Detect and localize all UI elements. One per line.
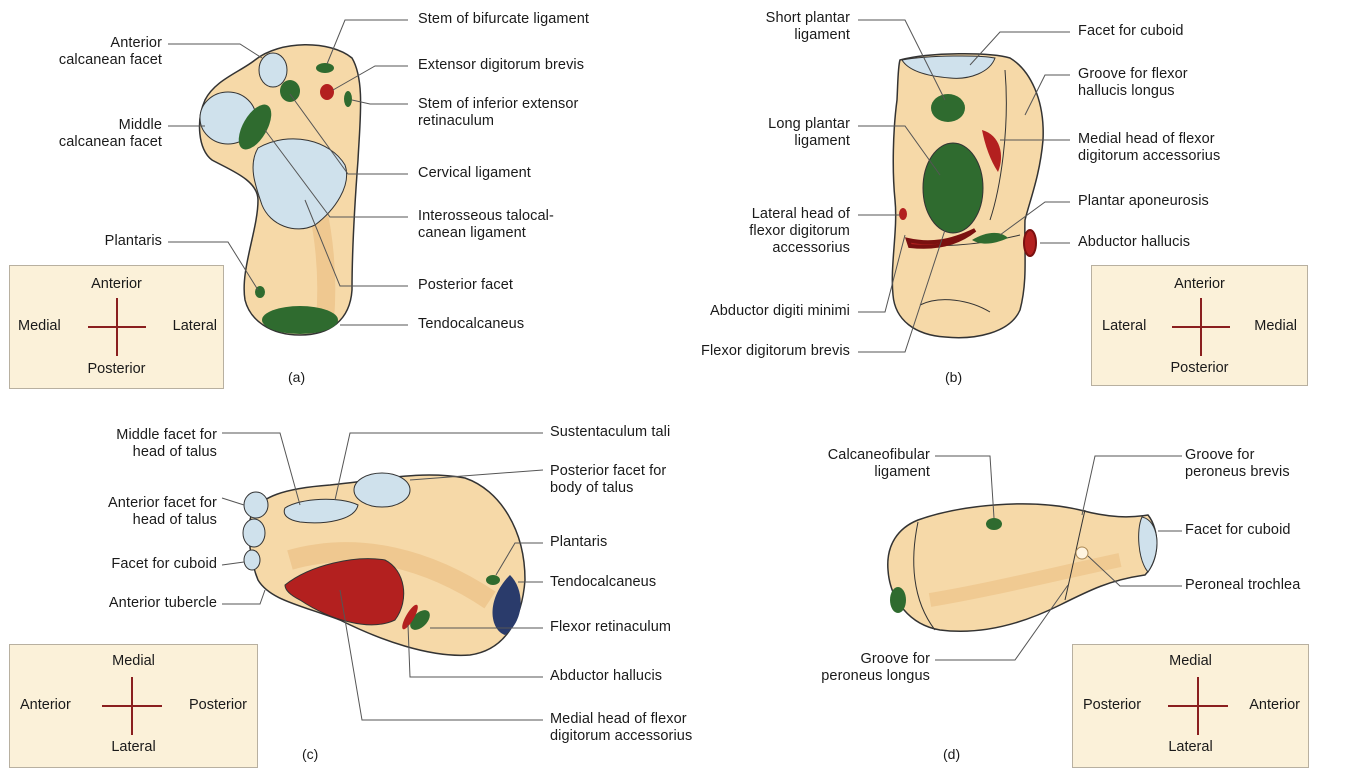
label-d-groove-peroneus-brevis: Groove for peroneus brevis	[1185, 447, 1290, 481]
label-a-stem-inferior-extensor: Stem of inferior extensor retinaculum	[418, 96, 578, 130]
caption-a: (a)	[288, 369, 305, 385]
orient-a-left: Medial	[18, 318, 61, 334]
orient-c-cross-v	[131, 677, 133, 735]
orient-c-left: Anterior	[20, 697, 71, 713]
panel-b-long-plantar-area	[923, 143, 983, 233]
orient-d-bottom: Lateral	[1073, 739, 1308, 755]
label-c-flexor-retinaculum: Flexor retinaculum	[550, 619, 671, 636]
orient-d-left: Posterior	[1083, 697, 1141, 713]
label-b-facet-cuboid: Facet for cuboid	[1078, 23, 1184, 40]
caption-c: (c)	[302, 746, 318, 762]
label-b-long-plantar: Long plantar ligament	[768, 116, 850, 150]
label-b-medial-head-fda: Medial head of flexor digitorum accessor…	[1078, 131, 1220, 165]
orientation-c: Medial Anterior Posterior Lateral	[9, 644, 258, 768]
caption-b: (b)	[945, 369, 962, 385]
orient-a-cross-v	[116, 298, 118, 356]
panel-c-plantaris-area	[486, 575, 500, 585]
label-c-middle-facet-head: Middle facet for head of talus	[116, 427, 217, 461]
label-a-plantaris: Plantaris	[105, 233, 162, 250]
orient-b-right: Medial	[1254, 318, 1297, 334]
label-a-interosseous: Interosseous talocal- canean ligament	[418, 208, 554, 242]
panel-a-edb-area	[320, 84, 334, 100]
orient-c-bottom: Lateral	[10, 739, 257, 755]
panel-c-facet-cuboid	[244, 550, 260, 570]
panel-b-short-plantar-area	[931, 94, 965, 122]
orientation-b: Anterior Lateral Medial Posterior	[1091, 265, 1308, 386]
panel-c-anterior-facet-top	[244, 492, 268, 518]
panel-a-anterior-calcanean-facet	[259, 53, 287, 87]
label-a-tendocalcaneus: Tendocalcaneus	[418, 316, 524, 333]
panel-c-posterior-facet	[354, 473, 410, 507]
panel-a-interosseous-area	[280, 80, 300, 102]
label-b-abductor-hallucis: Abductor hallucis	[1078, 234, 1190, 251]
panel-a-stem-inferior-extensor-area	[344, 91, 352, 107]
caption-d: (d)	[943, 746, 960, 762]
orient-a-right: Lateral	[173, 318, 217, 334]
label-d-calcaneofibular: Calcaneofibular ligament	[828, 447, 930, 481]
panel-d-bone	[888, 504, 1157, 631]
panel-d-calcaneofibular-area	[986, 518, 1002, 530]
orientation-a: Anterior Medial Lateral Posterior	[9, 265, 224, 389]
label-b-abductor-dm: Abductor digiti minimi	[710, 303, 850, 320]
orient-b-left: Lateral	[1102, 318, 1146, 334]
label-a-middle-calcanean-facet: Middle calcanean facet	[59, 117, 162, 151]
panel-a-tendocalcaneus-area	[262, 306, 338, 334]
orient-a-top: Anterior	[10, 276, 223, 292]
orient-b-bottom: Posterior	[1092, 360, 1307, 376]
label-a-anterior-calcanean-facet: Anterior calcanean facet	[59, 35, 162, 69]
orient-d-right: Anterior	[1249, 697, 1300, 713]
label-c-anterior-facet-head: Anterior facet for head of talus	[108, 495, 217, 529]
label-b-lateral-head-fda: Lateral head of flexor digitorum accesso…	[749, 206, 850, 257]
label-b-short-plantar: Short plantar ligament	[766, 10, 850, 44]
panel-b-bone	[892, 54, 1043, 338]
label-a-edb: Extensor digitorum brevis	[418, 57, 584, 74]
label-c-plantaris: Plantaris	[550, 534, 607, 551]
label-c-tendocalcaneus: Tendocalcaneus	[550, 574, 656, 591]
panel-b-abductor-dm-area	[899, 208, 907, 220]
label-c-abductor-hallucis: Abductor hallucis	[550, 668, 662, 685]
label-c-anterior-tubercle: Anterior tubercle	[109, 595, 217, 612]
label-d-peroneal-trochlea: Peroneal trochlea	[1185, 577, 1300, 594]
orientation-d: Medial Posterior Anterior Lateral	[1072, 644, 1309, 768]
label-b-fdb: Flexor digitorum brevis	[701, 343, 850, 360]
orient-a-bottom: Posterior	[10, 361, 223, 377]
label-c-sustentaculum: Sustentaculum tali	[550, 424, 670, 441]
panel-b-abductor-hallucis-area	[1024, 230, 1036, 256]
label-c-posterior-facet-body: Posterior facet for body of talus	[550, 463, 666, 497]
orient-d-cross-v	[1197, 677, 1199, 735]
orient-d-top: Medial	[1073, 653, 1308, 669]
label-a-posterior-facet: Posterior facet	[418, 277, 513, 294]
panel-a-stem-bifurcate-area	[316, 63, 334, 73]
panel-d-peroneal-trochlea	[1076, 547, 1088, 559]
panel-c-anterior-facet	[243, 519, 265, 547]
panel-d-posterior-green	[890, 587, 906, 613]
label-d-facet-cuboid: Facet for cuboid	[1185, 522, 1291, 539]
orient-c-right: Posterior	[189, 697, 247, 713]
label-a-cervical-ligament: Cervical ligament	[418, 165, 531, 182]
label-b-plantar-aponeurosis: Plantar aponeurosis	[1078, 193, 1209, 210]
orient-b-cross-v	[1200, 298, 1202, 356]
label-a-stem-bifurcate: Stem of bifurcate ligament	[418, 11, 589, 28]
orient-c-top: Medial	[10, 653, 257, 669]
label-d-groove-peroneus-longus: Groove for peroneus longus	[821, 651, 930, 685]
label-c-facet-cuboid: Facet for cuboid	[111, 556, 217, 573]
label-c-medial-head-fda: Medial head of flexor digitorum accessor…	[550, 711, 692, 745]
orient-b-top: Anterior	[1092, 276, 1307, 292]
label-b-groove-fhl: Groove for flexor hallucis longus	[1078, 66, 1188, 100]
